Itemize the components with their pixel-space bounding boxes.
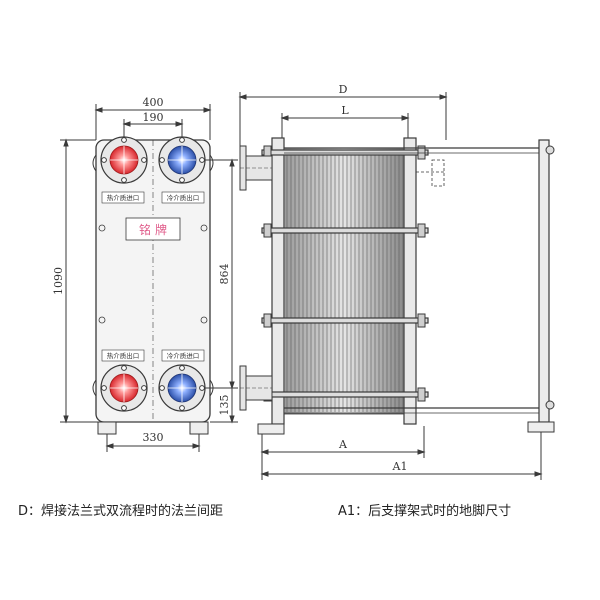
nameplate-frame — [125, 217, 181, 241]
dimension-135 — [210, 388, 238, 424]
hidden-port — [416, 159, 445, 187]
foot-left — [97, 421, 117, 435]
dimension-L — [280, 113, 410, 140]
dim-400-label: 400 — [143, 96, 164, 109]
front-view: 400 190 — [52, 96, 238, 452]
dimension-1090 — [60, 138, 98, 424]
dim-D-label: D — [339, 83, 348, 96]
label-hot-in: 热介质进口 — [107, 193, 140, 202]
flange-top — [239, 145, 273, 191]
dim-A1-label: A1 — [392, 460, 408, 473]
plate-pack — [283, 147, 405, 415]
label-cold-in: 冷介质进口 — [167, 351, 200, 360]
dimension-A1 — [260, 432, 543, 480]
side-view — [238, 92, 555, 480]
label-hot-out: 热介质出口 — [107, 351, 140, 360]
dim-190-label: 190 — [143, 111, 164, 124]
dimension-D — [238, 92, 448, 155]
caption-A1: A1：后支撑架式时的地脚尺寸 — [338, 504, 512, 519]
bolt-holes — [98, 224, 208, 324]
dim-A-label: A — [338, 438, 348, 451]
dim-135-label: 135 — [218, 395, 231, 416]
dim-L-label: L — [341, 104, 349, 117]
dimension-330 — [105, 434, 201, 452]
tie-bars — [261, 149, 429, 398]
port-top-right — [158, 136, 206, 184]
foot-front — [257, 423, 285, 435]
port-top-left — [100, 136, 148, 184]
caption-D: D：焊接法兰式双流程时的法兰间距 — [18, 504, 224, 519]
dim-864-label: 864 — [218, 264, 231, 285]
dimension-190 — [122, 119, 184, 150]
port-bottom-left — [100, 364, 148, 412]
foot-rear — [527, 421, 555, 433]
foot-right — [189, 421, 209, 435]
dimension-A — [260, 426, 426, 480]
rear-support-column — [538, 139, 550, 423]
dim-330-label: 330 — [143, 431, 164, 444]
plate-lines — [286, 150, 404, 412]
pressure-plate — [403, 137, 417, 425]
fixed-frame-plate — [271, 137, 285, 425]
flange-bottom — [239, 365, 273, 411]
dim-1090-label: 1090 — [52, 267, 65, 295]
dimension-400 — [94, 104, 212, 140]
port-bottom-right — [158, 364, 206, 412]
label-cold-out: 冷介质出口 — [167, 193, 200, 202]
nameplate-label: 铭牌 — [139, 222, 171, 237]
